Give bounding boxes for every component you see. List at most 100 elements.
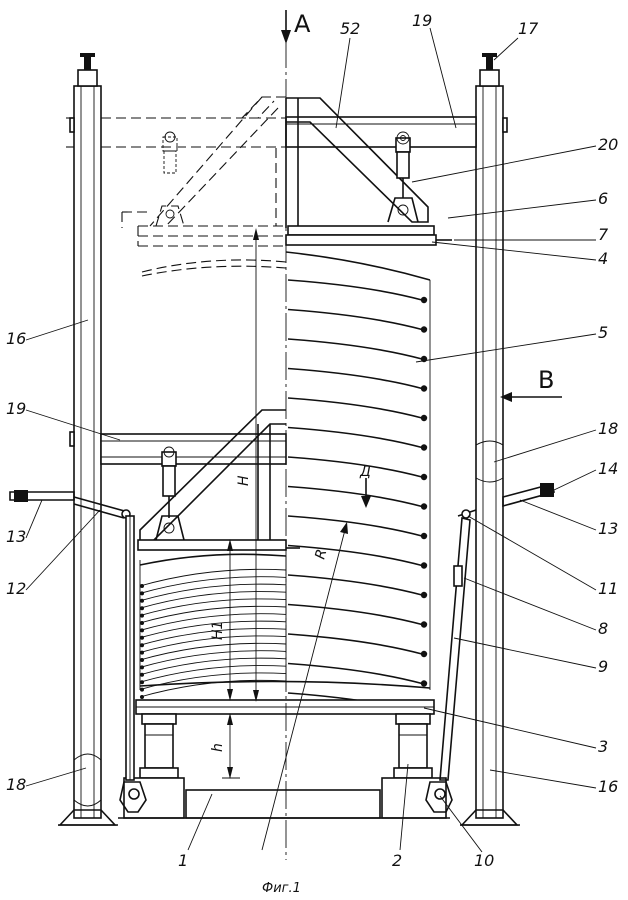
leaf-spring-end bbox=[420, 680, 428, 687]
left-column bbox=[58, 53, 118, 826]
callout-18-right: 18 bbox=[598, 419, 618, 438]
compressed-leaf bbox=[139, 657, 287, 676]
leaf-spring bbox=[287, 338, 423, 360]
leaf-spring bbox=[287, 308, 423, 331]
compressed-leaf-end bbox=[140, 650, 144, 655]
leaf-spring bbox=[287, 456, 423, 478]
compressed-leaf bbox=[139, 642, 287, 661]
callout-11: 11 bbox=[598, 579, 618, 598]
compressed-leaf bbox=[139, 665, 287, 683]
callout-7: 7 bbox=[598, 225, 609, 244]
leaf-spring-end bbox=[420, 621, 428, 628]
dimension-H-label: H bbox=[236, 475, 252, 486]
compressed-leaf bbox=[139, 568, 287, 587]
callout-12: 12 bbox=[6, 579, 26, 598]
callout-16-right: 16 bbox=[598, 777, 618, 796]
compressed-leaf-end bbox=[140, 687, 144, 692]
leaf-spring bbox=[287, 544, 423, 567]
leaf-spring bbox=[287, 279, 423, 301]
compressed-spring-stack bbox=[139, 280, 431, 699]
callout-14: 14 bbox=[598, 459, 618, 478]
leaf-spring bbox=[287, 515, 423, 537]
travel-label: Д bbox=[359, 464, 371, 480]
leaf-spring-end bbox=[420, 444, 428, 451]
compressed-leaf bbox=[139, 598, 287, 617]
leaf-spring bbox=[287, 633, 423, 655]
compressed-leaf-end bbox=[140, 606, 144, 611]
leaf-spring-end bbox=[420, 503, 428, 510]
callout-13-left: 13 bbox=[6, 527, 26, 546]
compressed-leaf-end bbox=[140, 591, 144, 596]
compressed-leaf-end bbox=[140, 680, 144, 685]
callout-20: 20 bbox=[598, 135, 618, 154]
leader-lines bbox=[25, 27, 597, 853]
top-beam bbox=[66, 116, 477, 148]
dimension-H bbox=[253, 228, 259, 702]
lower-frame bbox=[139, 409, 286, 543]
leaf-spring bbox=[287, 485, 423, 508]
upper-actuator bbox=[387, 131, 419, 223]
leaf-spring-end bbox=[420, 385, 428, 392]
leaf-spring-end bbox=[420, 562, 428, 569]
compressed-leaf bbox=[139, 620, 287, 639]
compressed-leaf-end bbox=[140, 621, 144, 625]
compressed-leaf-end bbox=[140, 584, 144, 588]
compressed-leaf bbox=[139, 613, 287, 631]
callout-10: 10 bbox=[474, 851, 494, 870]
callout-18-left: 18 bbox=[6, 775, 26, 794]
compressed-leaf bbox=[139, 605, 287, 624]
left-lever bbox=[9, 490, 147, 813]
leaf-spring-end bbox=[420, 650, 428, 658]
top-plate bbox=[137, 225, 452, 281]
leaf-spring bbox=[287, 397, 423, 419]
jack-left bbox=[139, 713, 179, 779]
callout-1: 1 bbox=[178, 851, 188, 870]
leaf-spring bbox=[287, 574, 423, 596]
compressed-leaf bbox=[139, 650, 287, 668]
compressed-leaf bbox=[139, 591, 287, 609]
callout-13-right: 13 bbox=[598, 519, 618, 538]
dimension-H1-label: H1 bbox=[210, 621, 226, 640]
leaf-spring-end bbox=[420, 532, 428, 540]
leaf-spring-end bbox=[420, 326, 428, 333]
leaf-spring-end bbox=[420, 591, 428, 599]
dimension-R-label: R bbox=[312, 547, 330, 561]
callout-19-top: 19 bbox=[412, 11, 432, 30]
compressed-leaf-end bbox=[140, 598, 144, 603]
compressed-leaf-end bbox=[140, 613, 144, 618]
view-b-arrow bbox=[500, 392, 562, 402]
leaf-spring bbox=[287, 603, 423, 626]
compressed-leaf-end bbox=[140, 658, 144, 662]
base-plate bbox=[135, 680, 435, 715]
leaf-spring bbox=[287, 662, 423, 685]
compressed-leaf bbox=[139, 576, 287, 594]
compressed-leaf-end bbox=[140, 635, 144, 640]
callout-3: 3 bbox=[598, 737, 608, 756]
callout-9: 9 bbox=[598, 657, 608, 676]
callout-4: 4 bbox=[598, 249, 608, 268]
callout-2: 2 bbox=[392, 851, 402, 870]
compressed-leaf-end bbox=[140, 665, 144, 670]
callout-17: 17 bbox=[518, 19, 539, 38]
callout-16-left: 16 bbox=[6, 329, 26, 348]
dimension-h-label: h bbox=[210, 743, 226, 752]
compressed-leaf-end bbox=[140, 643, 144, 648]
compressed-leaf-end bbox=[140, 672, 144, 677]
travel-arrow bbox=[361, 478, 371, 508]
view-b-label: B bbox=[538, 366, 554, 394]
callout-8: 8 bbox=[598, 619, 608, 638]
callout-5: 5 bbox=[598, 323, 608, 342]
lower-plate bbox=[137, 539, 300, 566]
leaf-spring bbox=[287, 367, 423, 390]
compressed-leaf-end bbox=[140, 695, 144, 699]
compressed-leaf bbox=[139, 628, 287, 646]
upper-actuator-ghost bbox=[155, 131, 185, 227]
callout-19-left: 19 bbox=[6, 399, 26, 418]
dimension-h bbox=[222, 713, 240, 779]
compressed-leaf bbox=[139, 635, 287, 654]
compressed-leaf-end bbox=[140, 628, 144, 633]
callout-52: 52 bbox=[340, 19, 360, 38]
leaf-spring-end bbox=[420, 414, 428, 422]
dimension-H1 bbox=[227, 539, 233, 701]
